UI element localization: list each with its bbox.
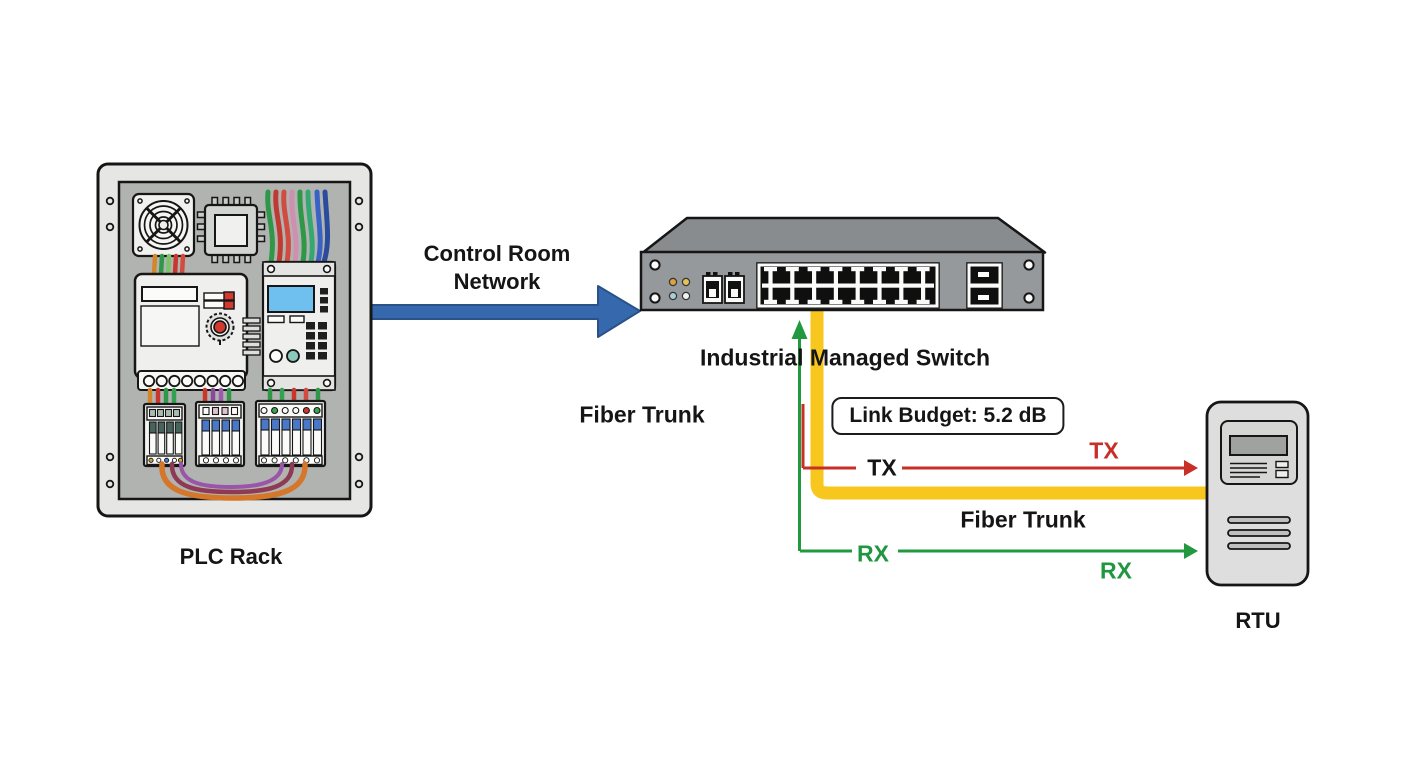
bottom-wire-loops (159, 461, 308, 501)
rtu-screen (1229, 435, 1288, 456)
hmi-keypad (306, 322, 327, 360)
plc-controller-icon (133, 272, 261, 391)
tx-arrowhead-icon (1184, 460, 1198, 476)
terminal-block-c (254, 399, 327, 468)
rx-left-label: RX (857, 540, 889, 567)
plc-rack-label: PLC Rack (179, 543, 283, 569)
top-wire-bundle (265, 189, 331, 265)
link-budget-badge: Link Budget: 5.2 dB (831, 397, 1065, 435)
rj45-ports (756, 262, 940, 309)
rtu-grille (1230, 462, 1267, 478)
rtu-vents (1227, 516, 1291, 550)
fiber-trunk-left-label: Fiber Trunk (579, 401, 705, 428)
tx-line (801, 404, 1198, 476)
control-room-line2: Network (453, 269, 541, 294)
tx-left-label: TX (867, 454, 897, 481)
mount-holes (105, 196, 364, 489)
panel-screws (649, 259, 1035, 304)
tx-right-label: TX (1089, 437, 1119, 464)
status-leds (668, 277, 691, 301)
hmi-screen (267, 285, 315, 313)
sfp-ports (702, 272, 745, 304)
fiber-trunk-bottom-label: Fiber Trunk (960, 506, 1086, 533)
switch-top-lid (641, 216, 1047, 254)
plc-rack-illustration (96, 162, 373, 518)
dial-knob-icon (205, 312, 235, 345)
rx-up-arrowhead-icon (791, 320, 808, 339)
terminal-screws (142, 374, 244, 388)
fan-icon (131, 192, 196, 258)
rx-line (791, 320, 1198, 559)
rtu-illustration (1205, 400, 1310, 587)
managed-switch-illustration (639, 216, 1047, 312)
control-room-line1: Control Room (423, 240, 571, 266)
rx-right-label: RX (1100, 557, 1132, 584)
rx-arrowhead-icon (1184, 543, 1198, 559)
control-room-network-label: Control Room Network (424, 240, 571, 296)
switch-label: Industrial Managed Switch (699, 344, 991, 371)
uplink-ports (966, 262, 1003, 309)
terminal-block-a (142, 402, 187, 468)
control-network-arrow (337, 285, 641, 338)
fan-wires (151, 253, 186, 277)
terminal-block-b (194, 400, 246, 468)
chip-icon (196, 196, 266, 264)
side-connector (242, 317, 261, 356)
rtu-label: RTU (1235, 607, 1281, 633)
hmi-panel-icon (261, 260, 337, 392)
fiber-trunk-line (810, 311, 1206, 500)
